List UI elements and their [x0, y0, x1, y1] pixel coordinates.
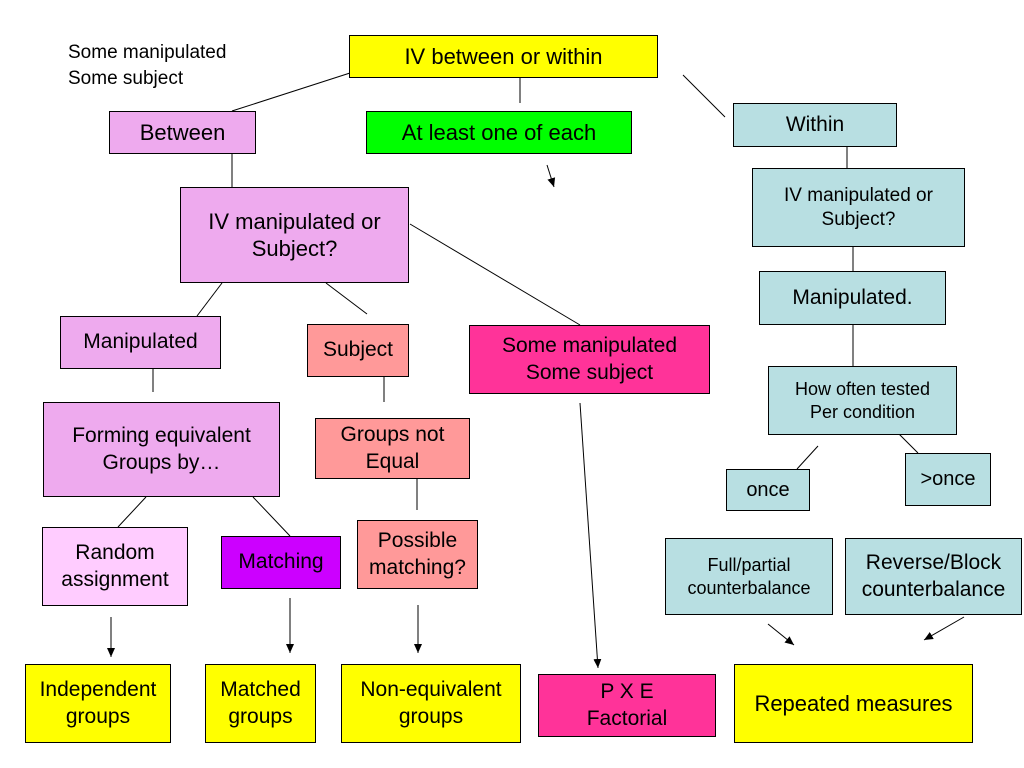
between-box: Between	[109, 111, 256, 154]
manipulated-box: Manipulated	[60, 316, 221, 369]
arrow-atleast-down	[546, 164, 556, 188]
arrow-full-to-repeated	[767, 623, 795, 646]
how-often-tested-box: How often tested Per condition	[768, 366, 957, 435]
connector-howoften-to-once	[796, 445, 819, 470]
manipulated-within-box: Manipulated.	[759, 271, 946, 325]
connector-top-to-within	[682, 74, 726, 118]
side-note: Some manipulated Some subject	[68, 42, 227, 89]
matched-groups-box: Matched groups	[205, 664, 316, 743]
arrow-reverse-to-repeated	[923, 616, 965, 641]
more-than-once-box: >once	[905, 453, 991, 506]
once-box: once	[726, 469, 810, 511]
matching-box: Matching	[221, 536, 341, 589]
iv-between-within-box: IV between or within	[349, 35, 658, 78]
some-manipulated-some-subject-box: Some manipulated Some subject	[469, 325, 710, 394]
groups-not-equal-box: Groups not Equal	[315, 418, 470, 479]
connector-forming-to-matching	[252, 496, 291, 537]
reverse-block-counterbalance-box: Reverse/Block counterbalance	[845, 538, 1022, 615]
connector-top-to-between	[231, 72, 351, 112]
connector-forming-to-random	[117, 496, 147, 528]
at-least-one-box: At least one of each	[366, 111, 632, 154]
pxe-factorial-box: P X E Factorial	[538, 674, 716, 737]
non-equivalent-groups-box: Non-equivalent groups	[341, 664, 521, 743]
iv-manipulated-or-subject-box: IV manipulated or Subject?	[180, 187, 409, 283]
full-partial-counterbalance-box: Full/partial counterbalance	[665, 538, 833, 615]
connector-iv-to-manipulated	[196, 282, 223, 317]
within-box: Within	[733, 103, 897, 147]
connector-iv-to-subject	[325, 282, 368, 315]
forming-equivalent-groups-box: Forming equivalent Groups by…	[43, 402, 280, 497]
iv-manipulated-or-subject-within-box: IV manipulated or Subject?	[752, 168, 965, 247]
connector-iv-to-some	[409, 223, 581, 326]
arrow-some-to-pxe	[579, 402, 602, 669]
random-assignment-box: Random assignment	[42, 527, 188, 606]
possible-matching-box: Possible matching?	[357, 520, 478, 589]
independent-groups-box: Independent groups	[25, 664, 171, 743]
repeated-measures-box: Repeated measures	[734, 664, 973, 743]
subject-box: Subject	[307, 324, 409, 377]
